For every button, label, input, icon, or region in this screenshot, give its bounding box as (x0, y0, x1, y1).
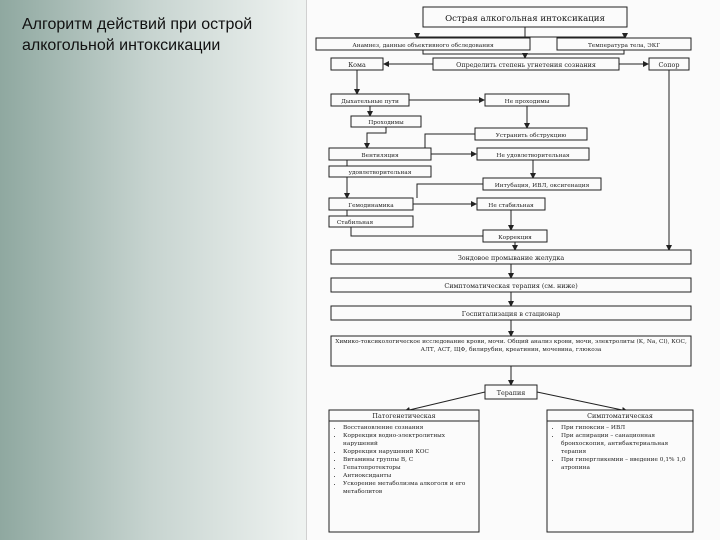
node-sopor-label: Сопор (659, 61, 680, 69)
node-anamnesis: Анамнез, данные объективного обследовани… (315, 37, 531, 51)
list-item: Ускорение метаболизма алкоголя и его мет… (343, 480, 477, 496)
node-therapy-label: Терапия (497, 389, 526, 397)
node-satisfactory-label: удовлетворительная (349, 170, 412, 176)
node-therapy: Терапия (484, 384, 538, 400)
node-ensure-label: Устранить обструкцию (496, 132, 567, 139)
node-title: Острая алкогольная интоксикация (422, 6, 628, 28)
node-correction-label: Коррекция (498, 235, 532, 241)
node-passable-label: Проходимы (368, 120, 404, 126)
node-unstable: Не стабильная (476, 197, 546, 211)
node-unsatisfactory: Не удовлетворительная (476, 147, 590, 161)
node-lavage-label: Зондовое промывание желудка (458, 254, 565, 262)
edge-therapy-symbox (536, 391, 628, 413)
node-pathogenetic-title: Патогенетическая (372, 412, 435, 420)
node-hemodynamics: Гемодинамика (328, 197, 414, 211)
node-satisfactory: удовлетворительная (328, 165, 432, 178)
node-unsatisfactory-label: Не удовлетворительная (496, 153, 570, 159)
node-hospital-label: Госпитализация в стационар (462, 310, 561, 318)
node-airways: Дыхательные пути (330, 93, 410, 107)
list-item: Гепатопротекторы (343, 464, 477, 472)
node-lavage: Зондовое промывание желудка (330, 249, 692, 265)
list-item: Коррекция водно-электролитных нарушений (343, 432, 477, 448)
node-correction: Коррекция (482, 229, 548, 243)
node-hospital: Госпитализация в стационар (330, 305, 692, 321)
edge-therapy-patho (404, 391, 486, 413)
node-ventilation: Вентиляция (328, 147, 432, 161)
node-labs-label: Химико-токсикологическое исследование кр… (335, 339, 687, 353)
node-ensure: Устранить обструкцию (474, 127, 588, 141)
list-item: Восстановление сознания (343, 424, 477, 432)
node-stable: Стабильная (328, 215, 414, 228)
algorithm-flowchart: Острая алкогольная интоксикация Анамнез,… (306, 0, 720, 540)
node-unstable-label: Не стабильная (488, 202, 534, 209)
node-stable-label: Стабильная (337, 219, 374, 226)
symptomatic-list: При гипоксии – ИВЛ При аспирации – санац… (551, 424, 691, 472)
list-item: При гипоксии – ИВЛ (561, 424, 691, 432)
node-symptomatic: Симптоматическая терапия (см. ниже) (330, 277, 692, 293)
node-pathogenetic: Патогенетическая Восстановление сознания… (329, 410, 479, 532)
node-symptomatic-box-title: Симптоматическая (587, 412, 653, 420)
node-symptomatic-label: Симптоматическая терапия (см. ниже) (444, 282, 577, 290)
list-item: Витамины группы В, С (343, 456, 477, 464)
node-assess-label: Определить степень угнетения сознания (456, 61, 596, 69)
node-not-passable: Не проходимы (484, 93, 570, 107)
node-intubation: Интубация, ИВЛ, оксигенация (482, 177, 602, 191)
edge-merge (422, 50, 625, 55)
node-temperature: Температура тела, ЭКГ (556, 37, 692, 51)
list-item: Антиоксиданты (343, 472, 477, 480)
node-coma-label: Кома (348, 61, 366, 69)
edge-ensure-vent (424, 133, 475, 148)
node-anamnesis-label: Анамнез, данные объективного обследовани… (352, 42, 494, 49)
node-temperature-label: Температура тела, ЭКГ (588, 43, 660, 49)
node-coma: Кома (330, 57, 384, 71)
node-labs: Химико-токсикологическое исследование кр… (330, 335, 692, 367)
node-not-passable-label: Не проходимы (505, 99, 550, 105)
list-item: При гипергликемии – введение 0,1% 1,0 ат… (561, 456, 691, 472)
node-intubation-label: Интубация, ИВЛ, оксигенация (495, 182, 590, 189)
edge-stable-line (350, 227, 483, 237)
edge-intub-hemo (416, 183, 483, 198)
node-airways-label: Дыхательные пути (341, 99, 399, 105)
edge-pass-vent (364, 127, 387, 149)
node-title-label: Острая алкогольная интоксикация (445, 14, 605, 24)
node-assess: Определить степень угнетения сознания (432, 57, 620, 71)
node-hemodynamics-label: Гемодинамика (348, 203, 394, 209)
node-symptomatic-box: Симптоматическая При гипоксии – ИВЛ При … (547, 410, 693, 532)
pathogenetic-list: Восстановление сознания Коррекция водно-… (333, 424, 477, 496)
list-item: Коррекция нарушений КОС (343, 448, 477, 456)
node-ventilation-label: Вентиляция (361, 153, 399, 159)
node-passable: Проходимы (350, 115, 422, 128)
list-item: При аспирации – санационная бронхоскопия… (561, 432, 691, 456)
node-sopor: Сопор (648, 57, 690, 71)
slide-title: Алгоритм действий при острой алкогольной… (22, 16, 253, 54)
